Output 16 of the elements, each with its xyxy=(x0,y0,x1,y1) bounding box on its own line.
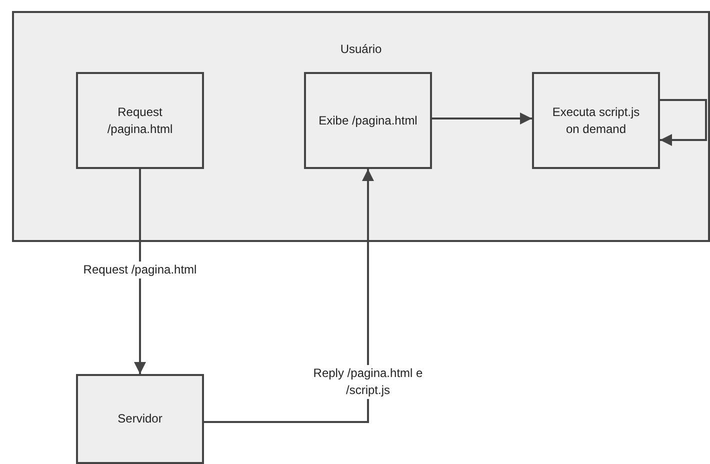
arrow xyxy=(134,169,146,374)
process-box xyxy=(304,72,432,169)
edge-label: Request /pagina.html xyxy=(83,262,197,278)
node-label: Exibe /pagina.html xyxy=(318,112,418,129)
group-box xyxy=(12,11,710,242)
node-label: Request /pagina.html xyxy=(106,104,174,138)
arrow xyxy=(204,169,374,423)
arrow xyxy=(660,99,707,146)
edge-label: Reply /pagina.html e /script.js xyxy=(312,365,424,399)
group-title: Usuário xyxy=(339,41,383,58)
node-label: Executa script.js on demand xyxy=(551,104,641,138)
process-box xyxy=(76,72,204,169)
node-label: Servidor xyxy=(116,410,164,428)
arrow xyxy=(432,112,532,124)
process-box xyxy=(532,72,660,169)
server-box xyxy=(76,374,204,464)
